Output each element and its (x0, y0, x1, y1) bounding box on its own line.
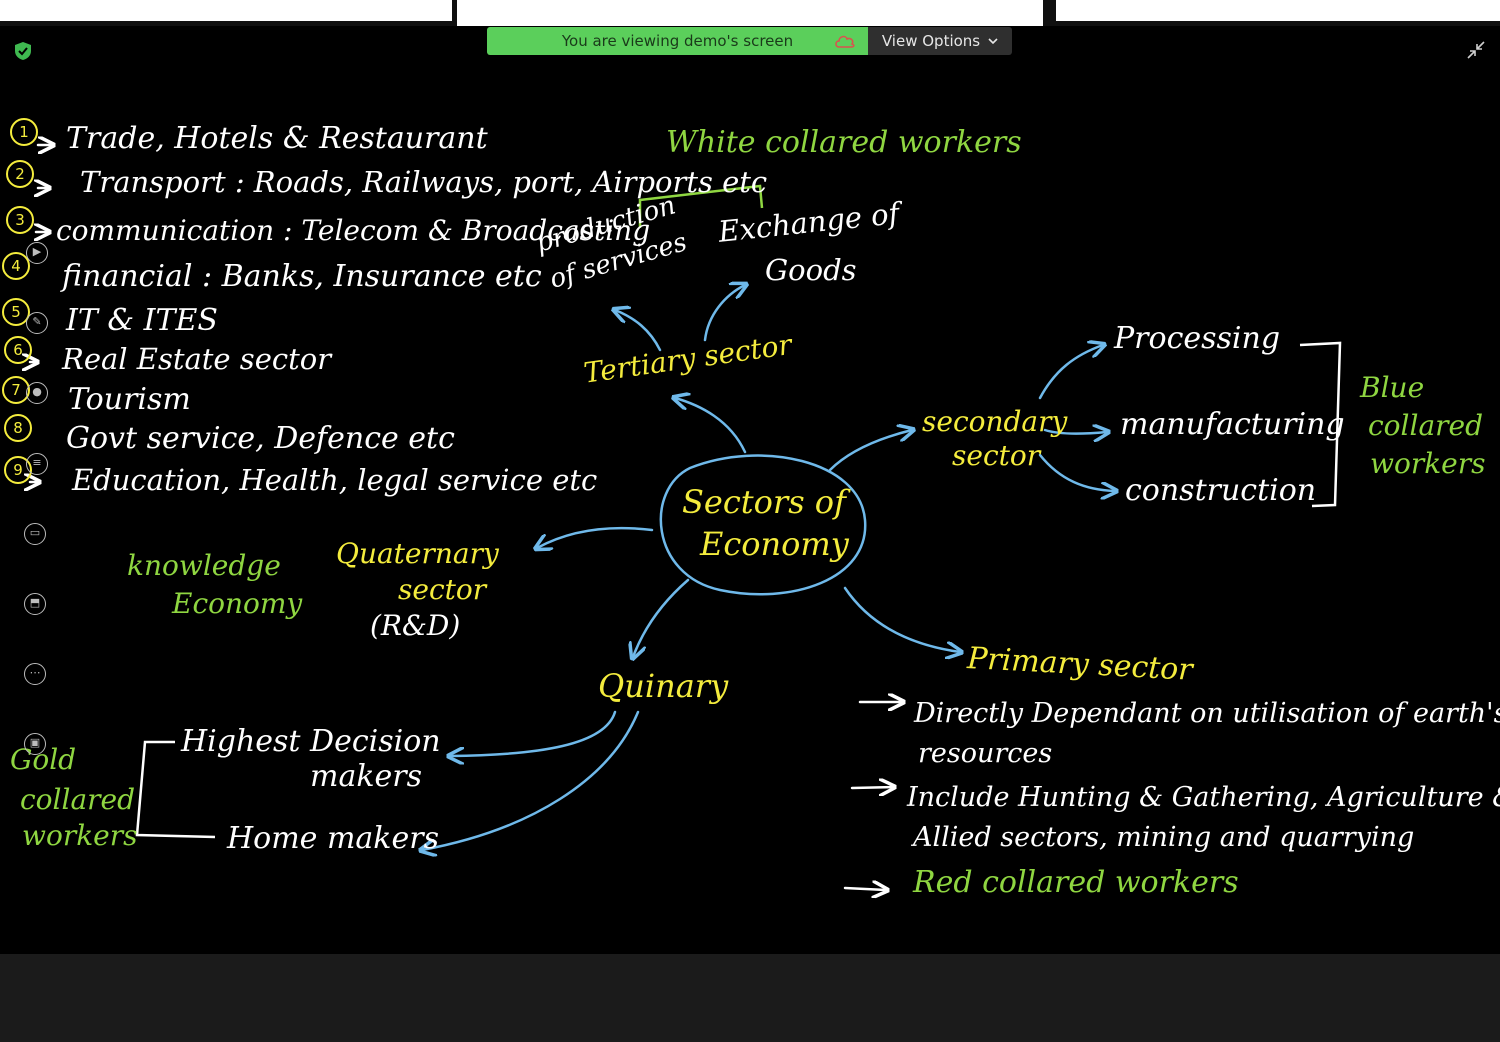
list-number-1: 1 (10, 118, 38, 146)
arrow-tertiary (675, 398, 747, 454)
arrow-manufacturing (1043, 430, 1107, 434)
blue-collar-bracket (1299, 341, 1342, 508)
blue-collar-line-3: workers (1370, 447, 1486, 480)
primary-point-1a: Directly Dependant on utilisation of ear… (914, 698, 1500, 729)
arrow-quinary (633, 578, 690, 657)
arrow-production (615, 310, 662, 352)
arrow-exchange (703, 285, 745, 342)
knowledge-line-2: Economy (172, 587, 303, 620)
bottom-bar (0, 954, 1500, 1042)
blue-collar-line-2: collared (1368, 409, 1484, 442)
gold-collar-line-3: workers (22, 819, 138, 852)
blue-collar-line-1: Blue (1360, 371, 1425, 404)
share-toolbar: You are viewing demo's screen View Optio… (0, 26, 1500, 112)
list-item-5: IT & ITES (66, 303, 218, 338)
arrow-primary (843, 586, 960, 652)
more-icon[interactable]: ⋯ (24, 663, 46, 685)
arrow-point-3 (843, 888, 886, 890)
list-item-8: Govt service, Defence etc (66, 421, 455, 456)
arrow-point-2 (850, 787, 893, 788)
secondary-label-1: secondary (922, 405, 1068, 438)
viewing-text: You are viewing demo's screen (561, 32, 794, 50)
knowledge-line-1: knowledge (127, 549, 281, 582)
quaternary-label-3: (R&D) (370, 609, 461, 642)
exchange-line-2: Goods (765, 253, 857, 287)
top-strip (0, 0, 1500, 26)
play-icon[interactable]: ▶ (26, 242, 48, 264)
list-number-3: 3 (6, 206, 34, 234)
white-collar-bracket (638, 184, 764, 228)
gold-collar-line-2: collared (20, 783, 136, 816)
screen-share-banner: You are viewing demo's screen View Optio… (487, 27, 1012, 55)
primary-point-2b: Allied sectors, mining and quarrying (913, 822, 1415, 853)
quaternary-label-2: sector (398, 573, 487, 606)
arrow-construction (1038, 453, 1115, 491)
pen-active-icon[interactable]: ● (26, 382, 48, 404)
list-icon[interactable]: ≡ (26, 453, 48, 475)
cloud-icon (835, 35, 855, 48)
list-number-8: 8 (4, 414, 32, 442)
share-screen-icon[interactable]: ⬒ (24, 593, 46, 615)
primary-point-2a: Include Hunting & Gathering, Agriculture… (907, 782, 1500, 813)
list-item-4: financial : Banks, Insurance etc (62, 259, 542, 294)
center-ellipse (659, 454, 867, 596)
view-options-label: View Options (881, 32, 981, 50)
arrow-secondary (828, 430, 912, 472)
arrow-quaternary (537, 526, 654, 548)
quaternary-label-1: Quaternary (336, 537, 499, 570)
list-number-5: 5 (2, 298, 30, 326)
decision-line-2: makers (310, 759, 423, 794)
window-strip-center (457, 0, 1043, 26)
list-number-2: 2 (6, 160, 34, 188)
list-number-6: 6 (4, 336, 32, 364)
manufacturing-label: manufacturing (1120, 407, 1345, 442)
construction-label: construction (1125, 473, 1317, 508)
list-item-9: Education, Health, legal service etc (72, 463, 598, 497)
viewing-indicator: You are viewing demo's screen (487, 27, 868, 55)
view-options-button[interactable]: View Options (868, 27, 1012, 55)
secondary-label-2: sector (952, 439, 1041, 472)
list-item-2: Transport : Roads, Railways, port, Airpo… (80, 165, 768, 199)
list-item-3: communication : Telecom & Broadcasting (56, 214, 651, 247)
arrow-decision (450, 710, 617, 756)
white-collar-label: White collared workers (666, 125, 1022, 160)
primary-point-1b: resources (918, 738, 1053, 769)
home-makers-label: Home makers (227, 821, 439, 856)
list-item-7: Tourism (68, 382, 191, 417)
center-line-2: Economy (700, 525, 849, 563)
pen-icon[interactable]: ✎ (26, 312, 48, 334)
window-strip-right (1056, 0, 1500, 21)
decision-line-1: Highest Decision (181, 724, 441, 759)
center-line-1: Sectors of (682, 483, 846, 521)
processing-label: Processing (1114, 321, 1281, 356)
primary-point-3: Red collared workers (913, 865, 1239, 900)
window-strip-left (0, 0, 452, 21)
gold-collar-bracket (135, 740, 216, 839)
quinary-label: Quinary (598, 667, 729, 705)
screen-icon[interactable]: ▣ (24, 733, 46, 755)
arrow-processing (1038, 345, 1103, 400)
list-item-1: Trade, Hotels & Restaurant (66, 121, 488, 156)
collapse-icon[interactable] (1466, 40, 1486, 60)
shield-check-icon[interactable] (12, 40, 34, 62)
video-icon[interactable]: ▭ (24, 523, 46, 545)
arrow-home (422, 710, 640, 850)
list-item-6: Real Estate sector (62, 342, 332, 376)
list-number-4: 4 (2, 252, 30, 280)
chevron-down-icon (988, 38, 998, 45)
whiteboard (0, 112, 1500, 954)
